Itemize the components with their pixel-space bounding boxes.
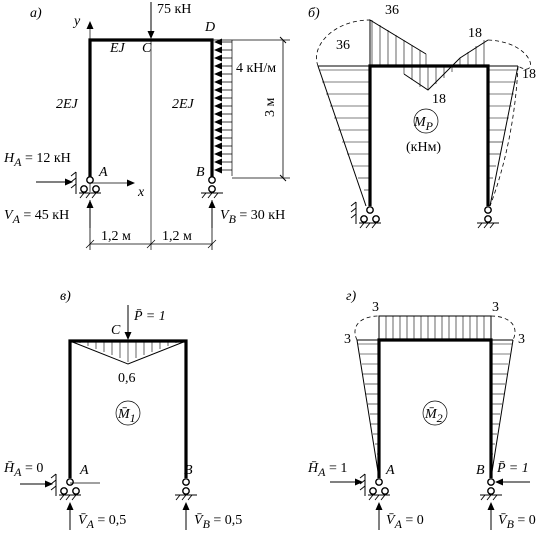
mp-label: MP [413,115,434,133]
m2-left-outline [356,339,380,479]
y-axis-label: y [72,14,81,29]
m1-point-b-label: B [184,463,193,478]
panel-b-letter: б) [308,6,320,21]
mp-left-column-outline [317,65,367,207]
mp-value-18-side: 18 [522,67,536,82]
m2-value-side-right: 3 [518,332,525,347]
reaction-vb-label: VB = 30 кН [220,208,285,226]
distributed-load-arrows [214,38,232,174]
m1-frame-members [68,339,188,478]
m2-reaction-vb-label: V̄B = 0 [498,513,536,531]
m2-dash-left [354,315,380,341]
panel-a-letter: а) [30,6,42,21]
mp-dash-right-column [489,65,519,207]
support-b [201,176,223,199]
m2-point-a-label: A [385,463,395,478]
m2-support-a [359,473,390,501]
m2-point-b-label: B [476,463,485,478]
mp-frame-members [368,64,490,206]
m2-frame-members [377,338,493,478]
mp-label-circle [413,108,439,134]
point-c-label: C [142,41,152,56]
m1-support-a [50,473,100,501]
frame-members [88,38,214,178]
left-column-stiffness-label: 2EJ [56,97,79,112]
point-a-label: A [98,165,108,180]
dim-span-tick-3 [207,239,217,249]
m1-label-circle [115,400,141,426]
m1-hatching [79,341,177,362]
mp-beam-outline-1 [369,19,427,66]
distributed-load-label: 4 кН/м [236,61,276,76]
dim-span2-label: 1,2 м [162,229,192,244]
m2-label-circle [422,400,448,426]
m1-reaction-vb-label: V̄B = 0,5 [194,513,242,531]
right-column-stiffness-label: 2EJ [172,97,195,112]
m1-value-06: 0,6 [118,371,136,386]
m1-support-b [175,478,197,501]
mp-value-18-mid: 18 [432,92,446,107]
m1-load-label: P̄ = 1 [133,309,166,324]
m2-reaction-ha-label: H̄A = 1 [307,461,347,479]
mp-value-36-top: 36 [385,3,399,18]
m1-label: M̄1 [117,407,136,425]
beam-stiffness-label: EJ [109,41,126,56]
support-a [70,171,101,199]
m2-value-side-left: 3 [344,332,351,347]
reaction-va-label: VA = 45 кН [4,208,69,226]
m2-value-top-right: 3 [492,300,499,315]
mp-value-36-left: 36 [336,38,350,53]
panel-c-unit-diagram-m1: в) P̄ = 1 C 0,6 M̄1 A B [3,289,242,531]
m2-hatching [358,316,512,455]
m2-right-outline [490,339,514,479]
dim-span-tick-2 [146,239,156,249]
m2-dash-right [490,315,516,341]
panel-d-letter: г) [346,289,356,304]
reaction-ha-label: HA = 12 кН [3,151,71,169]
m2-load-label: P̄ = 1 [496,461,529,476]
panel-c-letter: в) [60,289,71,304]
mp-beam-outline-2 [403,39,489,91]
dim-span-tick-1 [85,239,95,249]
point-load-label: 75 кН [157,2,191,17]
mp-value-18-right: 18 [468,26,482,41]
m1-point-c-label: C [111,323,121,338]
panel-b-moment-diagram-mp: б) [308,3,536,229]
mp-right-column-outline [489,65,519,207]
mp-support-b [477,206,499,229]
m1-reaction-va-label: V̄A = 0,5 [78,513,126,531]
mp-units: (кНм) [406,140,441,155]
panel-a-loaded-frame: а) y x 75 кН C D EJ 2EJ 2EJ [3,2,290,250]
dim-height-label: 3 м [263,98,278,118]
m2-reaction-va-label: V̄A = 0 [386,513,424,531]
m1-reaction-ha-label: H̄A = 0 [3,461,43,479]
x-axis-label: x [137,185,145,200]
m2-support-b [480,478,502,501]
point-d-label: D [204,20,215,35]
m2-label: M̄2 [424,407,443,425]
mp-dash-right-top [487,39,531,70]
mp-hatching [320,20,517,191]
dim-span1-label: 1,2 м [101,229,131,244]
mp-support-a [350,201,381,229]
point-b-label: B [196,165,205,180]
m1-outline [69,340,187,365]
m2-value-top-left: 3 [372,300,379,315]
panel-d-unit-diagram-m2: г) [307,289,536,531]
m1-point-a-label: A [79,463,89,478]
